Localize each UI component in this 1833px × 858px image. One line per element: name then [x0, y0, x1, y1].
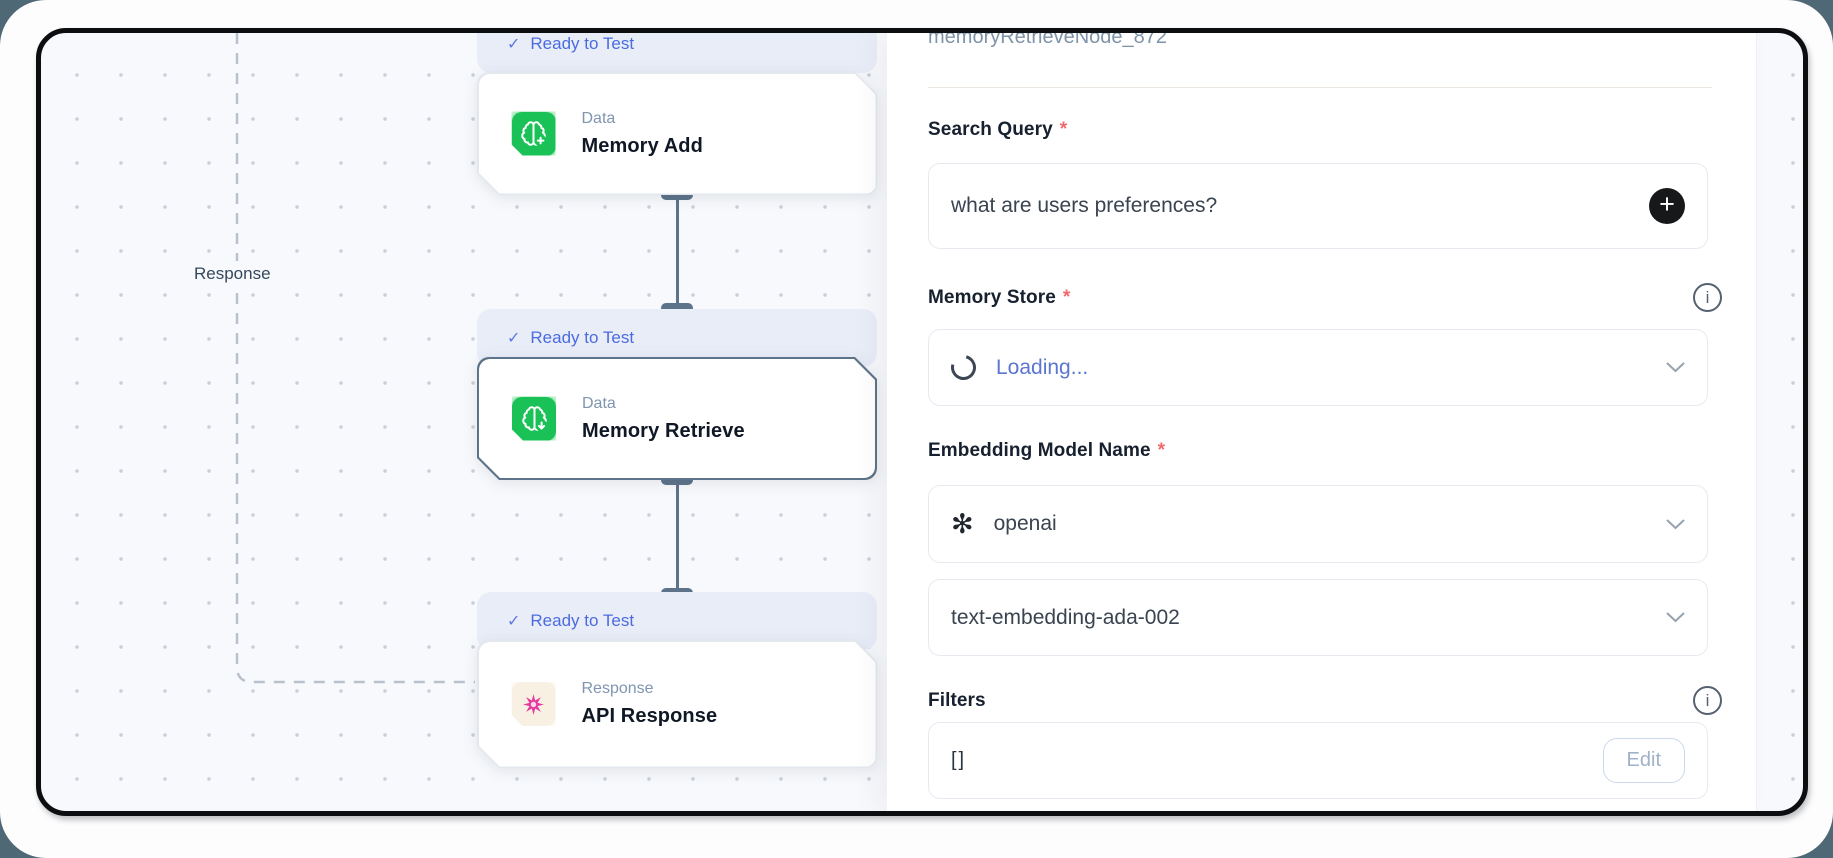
memory-add-icon [512, 112, 556, 156]
memory-retrieve-icon [512, 397, 556, 441]
edge-line [676, 480, 679, 592]
node-title: Memory Retrieve [582, 419, 745, 442]
chevron-down-icon [1666, 362, 1685, 373]
wire-label: Response [187, 261, 278, 287]
api-response-icon [512, 682, 556, 726]
status-text: Ready to Test [530, 611, 635, 630]
node-title: API Response [581, 705, 718, 727]
response-wire [235, 33, 475, 684]
plus-icon: + [1659, 189, 1675, 219]
add-variable-button[interactable]: + [1649, 188, 1685, 224]
check-icon: ✓ [507, 330, 521, 347]
node-api-response[interactable]: Response API Response [477, 640, 877, 768]
embedding-model-select[interactable]: text-embedding-ada-002 [928, 579, 1708, 656]
search-query-label: Search Query* [928, 119, 1068, 140]
status-text: Ready to Test [530, 34, 635, 53]
chevron-down-icon [1666, 612, 1685, 623]
embedding-model-value: text-embedding-ada-002 [951, 605, 1180, 629]
node-memory-add[interactable]: Data Memory Add [477, 72, 877, 195]
memory-store-value: Loading... [996, 355, 1089, 379]
required-asterisk: * [1062, 287, 1071, 308]
status-badge: ✓ Ready to Test [477, 33, 877, 73]
chevron-down-icon [1666, 519, 1685, 529]
loading-spinner-icon [946, 350, 981, 385]
input-handle[interactable] [661, 303, 693, 313]
node-properties-panel: memoryRetrieveNode_872 Search Query* + M… [887, 33, 1757, 811]
filters-edit-button[interactable]: Edit [1602, 738, 1685, 783]
required-asterisk: * [1059, 119, 1068, 140]
filters-label: Filters [928, 690, 986, 711]
embedding-model-label: Embedding Model Name* [928, 440, 1166, 461]
required-asterisk: * [1157, 440, 1166, 461]
node-memory-retrieve[interactable]: Data Memory Retrieve [477, 357, 877, 480]
memory-store-label: Memory Store* [928, 287, 1071, 308]
embedding-provider-value: openai [993, 512, 1057, 535]
status-text: Ready to Test [530, 328, 635, 347]
brain-download-icon [521, 405, 548, 432]
memory-store-select[interactable]: Loading... [928, 329, 1708, 406]
edge-line [676, 195, 679, 307]
output-handle[interactable] [661, 475, 693, 485]
node-category: Data [581, 109, 616, 127]
node-category: Response [581, 680, 654, 697]
divider [928, 87, 1712, 88]
search-query-input[interactable] [951, 194, 1649, 218]
node-title: Memory Add [581, 134, 703, 157]
node-id-heading: memoryRetrieveNode_872 [928, 28, 1168, 48]
embedding-provider-select[interactable]: ✻ openai [928, 485, 1708, 563]
check-icon: ✓ [507, 613, 521, 630]
brain-plus-icon [520, 120, 547, 147]
filters-value: [] [951, 749, 967, 771]
node-category: Data [582, 394, 616, 412]
filters-info-icon[interactable]: i [1693, 686, 1722, 715]
filters-field: [] Edit [928, 722, 1708, 799]
output-handle[interactable] [661, 190, 693, 200]
openai-logo-icon: ✻ [951, 508, 974, 540]
search-query-field: + [928, 163, 1708, 249]
app-window-frame: Response ✓ Ready to Test [36, 28, 1808, 816]
check-icon: ✓ [507, 36, 521, 53]
sparkle-icon [521, 692, 546, 717]
memory-store-info-icon[interactable]: i [1693, 283, 1722, 312]
node-column: ✓ Ready to Test [477, 33, 877, 811]
